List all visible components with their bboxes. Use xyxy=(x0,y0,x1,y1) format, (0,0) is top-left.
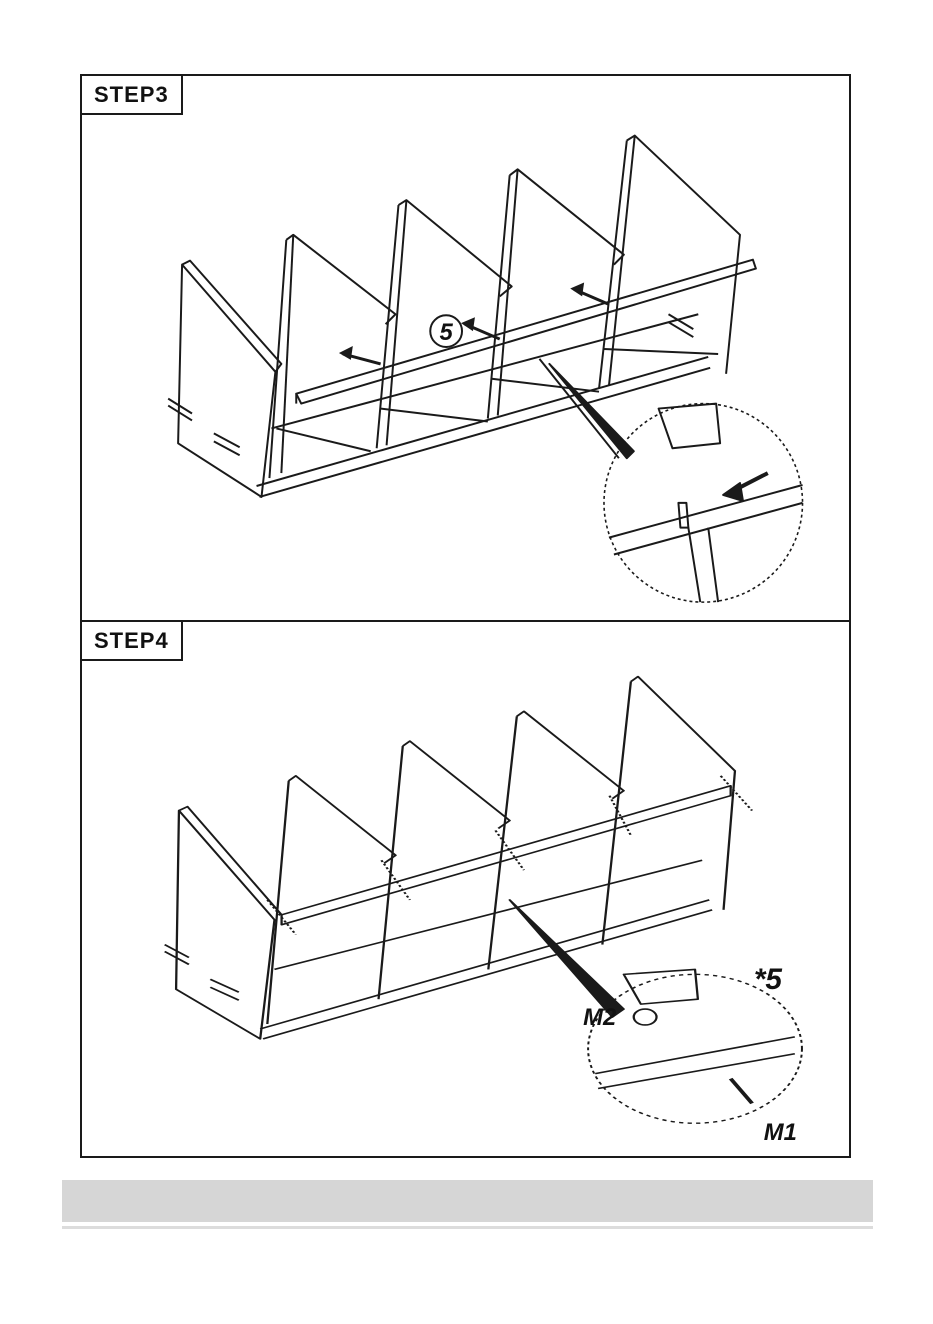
step4-labels: *5 M2 M1 xyxy=(82,622,849,1156)
part-m2-label: M2 xyxy=(583,1004,616,1031)
detail-magnifier xyxy=(604,404,803,603)
step4-panel: STEP4 xyxy=(80,620,851,1158)
footer-bar xyxy=(62,1180,873,1222)
step3-illustration: 5 xyxy=(82,76,849,620)
step4-title: STEP4 xyxy=(82,622,183,661)
part-m1-label: M1 xyxy=(764,1119,797,1146)
step3-panel: STEP3 xyxy=(80,74,851,622)
end-panel-left xyxy=(178,265,275,497)
part-number-label: 5 xyxy=(440,319,454,346)
step3-title: STEP3 xyxy=(82,76,183,115)
bottom-rail xyxy=(257,357,711,497)
divider-4 xyxy=(599,136,740,389)
footer-divider xyxy=(62,1226,873,1229)
quantity-label: *5 xyxy=(754,963,783,996)
